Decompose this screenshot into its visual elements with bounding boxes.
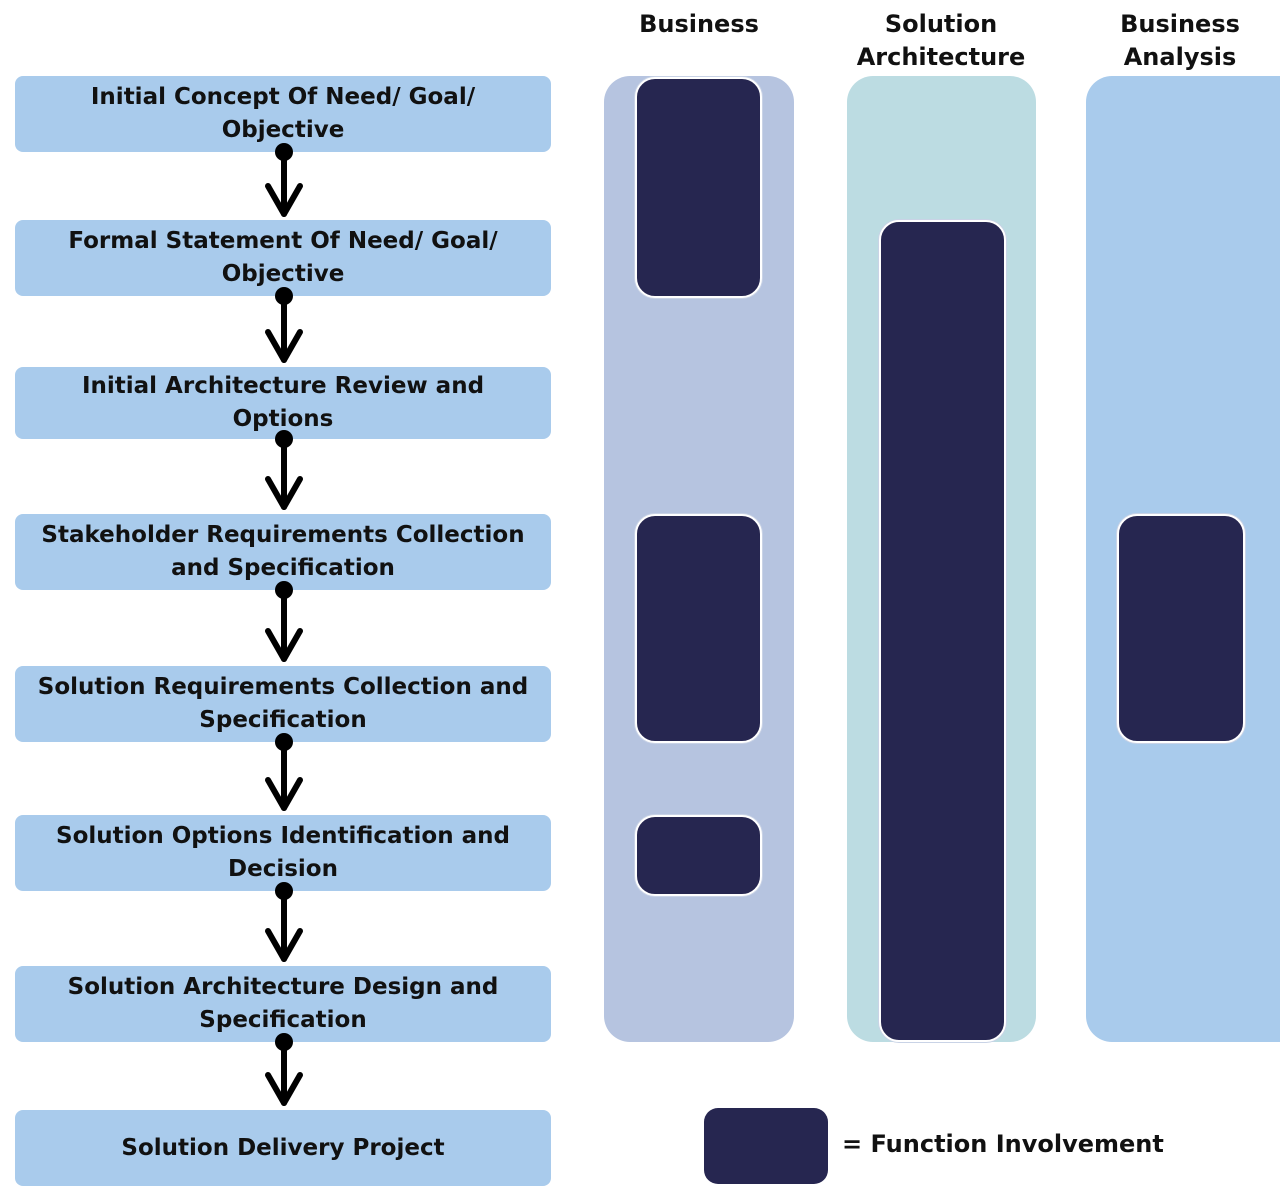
process-step-initial-concept: Initial Concept Of Need/ Goal/ Objective <box>15 76 551 152</box>
process-step-solution-requirements: Solution Requirements Collection and Spe… <box>15 666 551 742</box>
process-step-label: Solution Requirements Collection and Spe… <box>37 674 529 733</box>
involvement-block-business-analysis-requirements <box>1117 514 1245 743</box>
process-step-label: Solution Delivery Project <box>121 1134 445 1161</box>
legend-label: = Function Involvement <box>842 1130 1164 1158</box>
process-step-label: Solution Architecture Design and Specifi… <box>67 974 499 1033</box>
column-header-business: Business <box>639 10 759 38</box>
process-step-label: Solution Options Identification and Deci… <box>56 823 510 882</box>
involvement-block-business-requirements <box>635 514 762 743</box>
process-step-solution-architecture-design: Solution Architecture Design and Specifi… <box>15 966 551 1042</box>
column-header-business-analysis: Business Analysis <box>1120 10 1240 71</box>
process-step-label: Stakeholder Requirements Collection and … <box>41 522 525 581</box>
flow-arrow-4 <box>265 581 303 662</box>
process-step-solution-delivery: Solution Delivery Project <box>15 1110 551 1186</box>
process-step-stakeholder-requirements: Stakeholder Requirements Collection and … <box>15 514 551 590</box>
process-step-initial-architecture-review: Initial Architecture Review and Options <box>15 367 551 439</box>
involvement-block-business-concept-statement <box>635 77 762 298</box>
column-header-solution-architecture: Solution Architecture <box>856 10 1026 71</box>
process-step-solution-options: Solution Options Identification and Deci… <box>15 815 551 891</box>
process-step-label: Initial Concept Of Need/ Goal/ Objective <box>90 84 476 143</box>
legend-swatch <box>704 1108 828 1184</box>
flow-arrow-5 <box>265 733 303 811</box>
flow-arrow-2 <box>265 287 303 363</box>
involvement-block-solution-architecture <box>879 220 1006 1042</box>
process-step-label: Initial Architecture Review and Options <box>81 373 485 432</box>
involvement-block-business-options <box>635 815 762 896</box>
flow-arrow-3 <box>265 430 303 510</box>
flow-arrow-6 <box>265 882 303 962</box>
flow-arrow-7 <box>265 1033 303 1106</box>
flow-arrow-1 <box>265 143 303 217</box>
process-step-label: Formal Statement Of Need/ Goal/ Objectiv… <box>68 228 498 287</box>
process-step-formal-statement: Formal Statement Of Need/ Goal/ Objectiv… <box>15 220 551 296</box>
